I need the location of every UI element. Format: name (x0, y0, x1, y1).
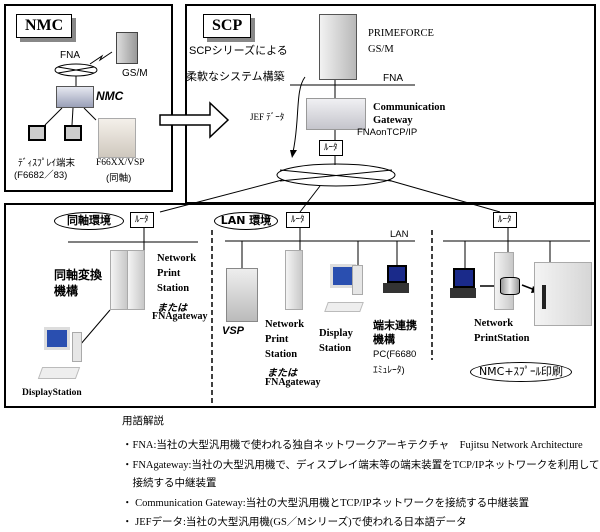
lan-keyboard-icon (324, 302, 364, 312)
spool-router: ﾙｰﾀ (493, 212, 517, 228)
pc-base-icon (383, 283, 409, 293)
primeforce-label: PRIMEFORCE (368, 28, 434, 39)
lan-display-label-2: Station (319, 343, 352, 354)
glossary-item: 接続する中継装置 (122, 478, 217, 489)
coax-nps-label-3: Station (157, 283, 190, 294)
coax-server-icon (127, 250, 145, 310)
spool-terminal-base-icon (450, 288, 476, 298)
display-station-tower-icon (72, 332, 82, 362)
scp-title-tag: SCP (203, 14, 252, 38)
glossary-item: ・FNAgateway:当社の大型汎用機で、ディスプレイ端末等の端末装置をTCP… (122, 460, 600, 471)
spool-nps-label-1: Network (474, 318, 514, 329)
jef-data-arrow (292, 76, 306, 153)
lan-nps-label-3: Station (265, 349, 298, 360)
nmc-fna-label: FNA (60, 50, 80, 61)
nmc-terminal-model: (F6682／83) (14, 170, 68, 181)
glossary-item: ・ JEFデータ:当社の大型汎用機(GS／Mシリーズ)で使われる日本語データ (122, 517, 467, 528)
big-arrow (159, 101, 230, 139)
nmc-fna-link (89, 51, 113, 65)
spool-env-oval: NMC+ｽﾌﾟｰﾙ印刷 (470, 362, 572, 382)
gsm-label: GS/M (368, 44, 394, 55)
coax-server-icon (110, 250, 128, 310)
lan-nps-label-1: Network (265, 319, 305, 330)
lan-nps-server-icon (285, 250, 303, 310)
nmc-gsm-label: GS/M (122, 68, 148, 79)
coax-fnagw-label: FNAgateway (152, 311, 208, 322)
glossary-item: ・FNA:当社の大型汎用機で使われる独自ネットワークアーキテクチャ Fujits… (122, 440, 583, 451)
lan-label: LAN (390, 229, 409, 240)
nmc-printer-note: (同軸) (106, 173, 132, 184)
coax-converter-label-2: 機構 (54, 284, 79, 298)
coax-router: ﾙｰﾀ (130, 212, 154, 228)
nmc-device-label: NMC (96, 89, 124, 103)
glossary-title: 用語解説 (122, 416, 164, 427)
coax-nps-label-2: Print (157, 268, 181, 279)
display-station-label: DisplayStation (22, 388, 82, 398)
primeforce-mainframe-icon (319, 14, 357, 80)
lan-display-tower-icon (352, 265, 363, 295)
terminal-link-label-2: 機構 (373, 334, 395, 346)
gateway-label-3: FNAonTCP/IP (357, 127, 418, 138)
display-station-icon (44, 327, 70, 350)
lan-display-station-icon (330, 264, 356, 288)
coax-printer-icon (98, 118, 136, 158)
communication-gateway-icon (306, 98, 366, 130)
coax-or-label: または (157, 303, 187, 314)
spool-printer-slot (542, 285, 546, 309)
lan-router: ﾙｰﾀ (286, 212, 310, 228)
scp-subtitle-1: SCPシリーズによる (189, 45, 288, 57)
nmc-printer-label: F66XX/VSP (96, 158, 145, 168)
spool-terminal-icon (453, 268, 475, 288)
coax-env-oval: 同軸環境 (54, 212, 124, 230)
nmc-device-icon (56, 86, 94, 108)
gsm-mainframe-icon (116, 32, 138, 64)
scp-router: ﾙｰﾀ (319, 140, 343, 156)
pc-emulator-label-1: PC(F6680 (373, 349, 417, 360)
backbone-ring (276, 163, 396, 187)
scp-fna-label: FNA (383, 73, 403, 84)
terminal-icon (64, 125, 82, 141)
scp-subtitle-2: 柔軟なシステム構築 (186, 71, 285, 83)
glossary-item: ・ Communication Gateway:当社の大型汎用機とTCP/IPネ… (122, 498, 530, 509)
coax-converter-label-1: 同軸変換 (54, 268, 103, 282)
lan-or-label: または (267, 368, 297, 379)
lan-fnagw-label: FNAgateway (265, 377, 321, 388)
nmc-terminal-label: ﾃﾞｨｽﾌﾟﾚｲ端末 (18, 158, 76, 169)
vsp-printer-icon (226, 268, 258, 322)
spool-nps-label-2: PrintStation (474, 333, 530, 344)
spool-disk-icon (500, 277, 520, 295)
lan-nps-label-2: Print (265, 334, 289, 345)
pc-emulator-label-2: ｴﾐｭﾚｰﾀ) (373, 365, 405, 376)
vsp-label: VSP (222, 325, 245, 337)
lan-env-oval: LAN 環境 (214, 212, 278, 230)
lan-display-label-1: Display (319, 328, 353, 339)
gateway-label-2: Gateway (373, 115, 413, 126)
coax-nps-label-1: Network (157, 253, 197, 264)
nmc-title-tag: NMC (16, 14, 73, 38)
jef-data-label: JEF ﾃﾞｰﾀ (250, 112, 285, 122)
terminal-link-label-1: 端末連携 (373, 320, 417, 332)
keyboard-icon (37, 367, 81, 379)
terminal-icon (28, 125, 46, 141)
gateway-label-1: Communication (373, 102, 446, 113)
pc-terminal-icon (387, 265, 407, 283)
